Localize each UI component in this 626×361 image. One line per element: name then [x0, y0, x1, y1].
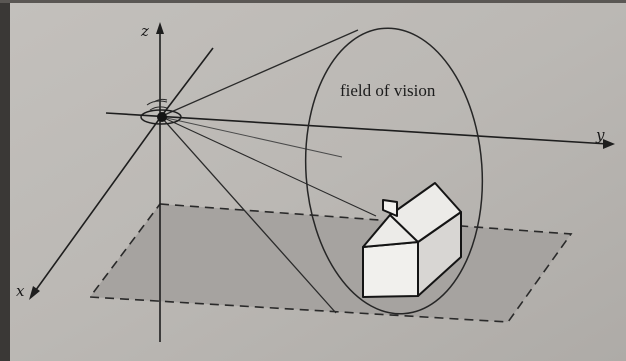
x-axis-back [159, 47, 214, 119]
y-axis-label: y [595, 126, 605, 144]
sight-line-center [161, 116, 343, 158]
house-chimney [382, 199, 398, 217]
house [362, 182, 462, 298]
x-axis [32, 117, 161, 295]
house-ridge [389, 214, 419, 243]
sight-line-top [161, 29, 359, 117]
z-axis-arrowhead [156, 22, 164, 34]
z-axis-label: z [140, 22, 149, 40]
dark-left-margin [0, 0, 10, 361]
house-front-wall [362, 241, 419, 298]
field-of-vision-label: field of vision [340, 81, 436, 100]
x-axis-label: x [16, 282, 25, 300]
eye-pupil [157, 112, 167, 122]
sight-line-bottom [161, 117, 337, 314]
field-of-vision-ellipse [304, 27, 484, 315]
sight-line-to-house [161, 116, 377, 217]
dark-top-edge [0, 0, 626, 3]
eyelash-marks [146, 98, 168, 111]
y-axis-arrowhead [603, 139, 615, 149]
house-roof [362, 182, 462, 248]
eye-ring [140, 109, 182, 125]
x-axis-arrowhead [29, 286, 40, 300]
y-axis [105, 112, 609, 145]
